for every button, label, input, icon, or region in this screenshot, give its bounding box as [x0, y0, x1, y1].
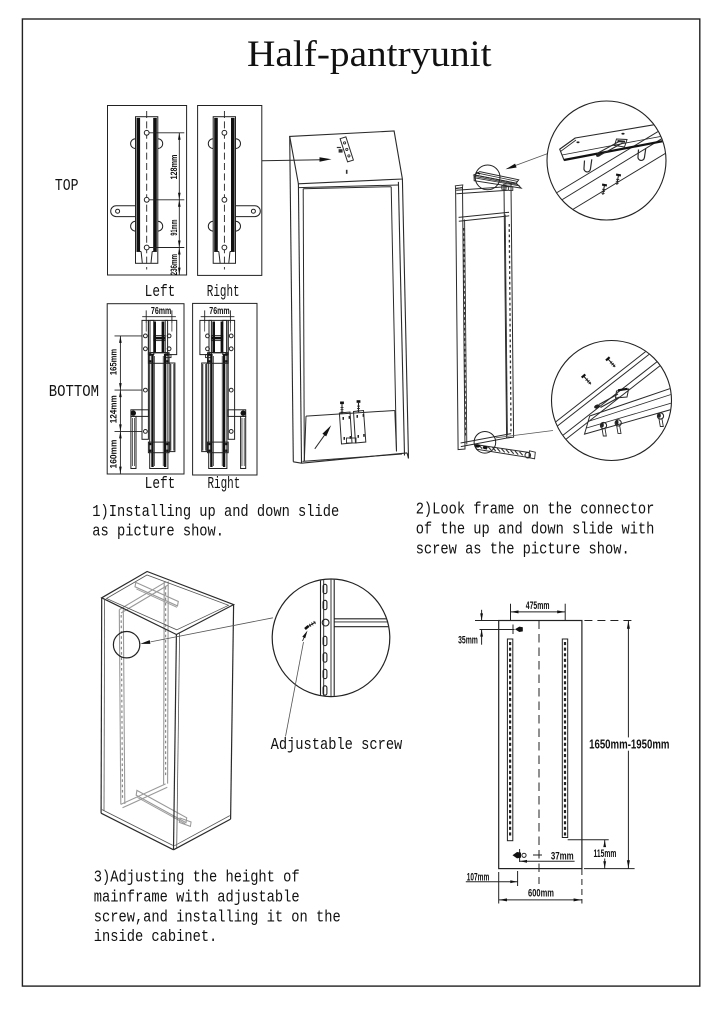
svg-text:of the up and down slide with: of the up and down slide with [416, 520, 655, 539]
svg-text:107mm: 107mm [467, 871, 490, 883]
svg-text:91mm: 91mm [169, 220, 180, 236]
svg-text:475mm: 475mm [526, 600, 550, 612]
svg-text:35mm: 35mm [458, 635, 478, 647]
svg-text:165mm: 165mm [109, 349, 120, 375]
svg-text:Left: Left [145, 475, 176, 494]
svg-text:2)Look frame on the connector: 2)Look frame on the connector [416, 500, 655, 519]
svg-text:screw as the picture show.: screw as the picture show. [416, 541, 630, 560]
svg-text:inside cabinet.: inside cabinet. [94, 928, 218, 947]
svg-text:1650mm-1950mm: 1650mm-1950mm [589, 737, 669, 752]
svg-text:Right: Right [208, 475, 241, 494]
svg-text:screw,and installing it on the: screw,and installing it on the [94, 908, 341, 927]
svg-text:115mm: 115mm [594, 848, 617, 860]
svg-text:as picture show.: as picture show. [92, 522, 224, 541]
svg-text:76mm: 76mm [209, 305, 229, 317]
svg-text:1)Installing up and down slide: 1)Installing up and down slide [92, 503, 339, 522]
svg-text:160mm: 160mm [109, 440, 120, 469]
svg-text:128mm: 128mm [169, 154, 180, 179]
svg-text:mainframe with adjustable: mainframe with adjustable [94, 888, 300, 907]
svg-text:3)Adjusting the height of: 3)Adjusting the height of [94, 869, 300, 888]
svg-text:Half-pantryunit: Half-pantryunit [247, 34, 492, 75]
svg-text:Right: Right [207, 283, 240, 302]
svg-text:76mm: 76mm [151, 305, 171, 317]
svg-text:TOP: TOP [55, 177, 79, 196]
svg-text:Adjustable screw: Adjustable screw [271, 736, 403, 755]
svg-text:600mm: 600mm [528, 888, 554, 900]
svg-text:BOTTOM: BOTTOM [49, 383, 99, 402]
svg-text:37mm: 37mm [551, 851, 574, 863]
svg-text:124mm: 124mm [109, 395, 120, 423]
svg-text:Left: Left [145, 283, 176, 302]
svg-text:236mm: 236mm [169, 254, 180, 275]
